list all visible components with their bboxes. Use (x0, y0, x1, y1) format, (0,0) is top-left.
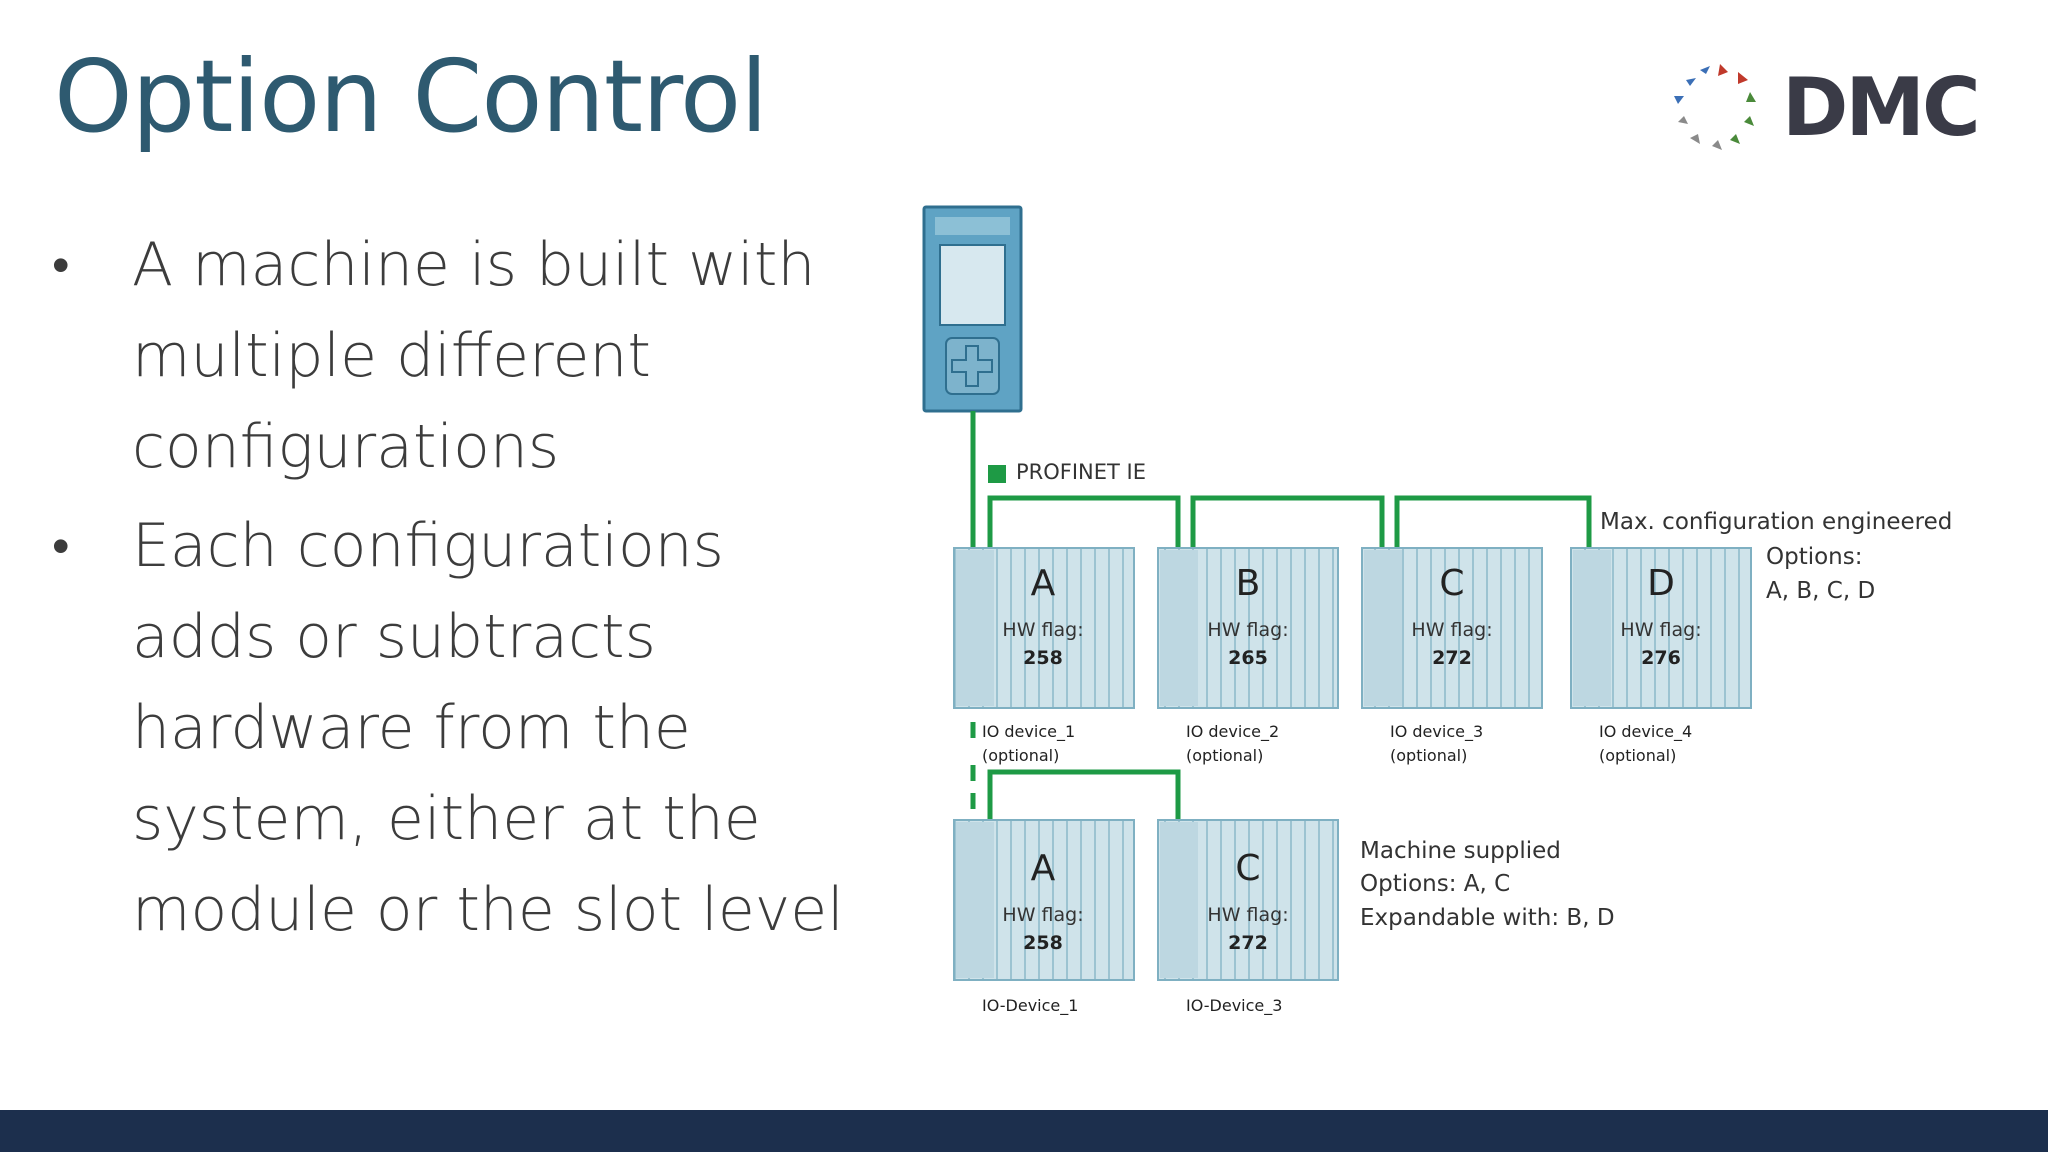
device-field-label: HW flag: (1411, 619, 1492, 641)
annotation-line: Expandable with: B, D (1360, 905, 1615, 931)
annotation-line: A, B, C, D (1766, 578, 1875, 604)
network-lines (970, 411, 1592, 820)
device-letter: B (1236, 563, 1261, 604)
device-letter: C (1439, 563, 1464, 604)
bullet-list: • A machine is built with multiple diffe… (52, 220, 882, 964)
device-name: IO-Device_1 (982, 996, 1078, 1016)
device-letter: A (1031, 563, 1056, 604)
bullet-item: • Each configurations adds or subtracts … (52, 501, 882, 956)
device-name: IO device_4 (1599, 722, 1692, 742)
device-name: IO device_3 (1390, 722, 1483, 742)
footer-bar (0, 1110, 2048, 1152)
plc-controller (922, 205, 1023, 413)
profinet-diagram: PROFINET IE A HW flag: 258 IO device_1 (… (922, 205, 1952, 1016)
device-flag: 265 (1228, 647, 1268, 669)
device-note: (optional) (982, 746, 1059, 765)
device-name: IO device_1 (982, 722, 1075, 742)
io-device-card: B HW flag: 265 IO device_2 (optional) (1157, 547, 1339, 765)
logo-text: DMC (1782, 61, 1981, 154)
logo-burst-icon (1674, 64, 1756, 150)
device-letter: A (1031, 848, 1056, 889)
annotation-line: Machine supplied (1360, 838, 1561, 864)
io-device-card: D HW flag: 276 IO device_4 (optional) (1570, 547, 1752, 765)
device-field-label: HW flag: (1002, 619, 1083, 641)
device-flag: 258 (1023, 647, 1063, 669)
device-flag: 272 (1228, 932, 1268, 954)
annotation-line: Options: (1766, 544, 1863, 570)
device-note: (optional) (1186, 746, 1263, 765)
device-letter: C (1235, 848, 1260, 889)
annotation-line: Max. configuration engineered (1600, 509, 1952, 535)
io-device-card: C HW flag: 272 IO device_3 (optional) (1361, 547, 1543, 765)
device-field-label: HW flag: (1620, 619, 1701, 641)
device-flag: 276 (1641, 647, 1681, 669)
bullet-text: Each configurations adds or subtracts ha… (132, 511, 844, 945)
slide-title: Option Control (54, 38, 768, 155)
device-flag: 258 (1023, 932, 1063, 954)
device-note: (optional) (1599, 746, 1676, 765)
io-device-card: C HW flag: 272 IO-Device_3 (1157, 819, 1339, 1016)
device-field-label: HW flag: (1207, 619, 1288, 641)
bullet-text: A machine is built with multiple differe… (132, 230, 816, 482)
max-config-annotation: Max. configuration engineered Options: A… (1600, 509, 1952, 604)
device-letter: D (1647, 563, 1675, 604)
device-field-label: HW flag: (1002, 904, 1083, 926)
io-device-card: A HW flag: 258 IO device_1 (optional) (953, 547, 1135, 765)
annotation-line: Options: A, C (1360, 871, 1510, 897)
device-note: (optional) (1390, 746, 1467, 765)
io-device-card: A HW flag: 258 IO-Device_1 (953, 819, 1135, 1016)
bullet-dot-icon: • (52, 236, 70, 294)
bullet-item: • A machine is built with multiple diffe… (52, 220, 882, 493)
machine-supplied-annotation: Machine supplied Options: A, C Expandabl… (1360, 838, 1615, 931)
device-name: IO device_2 (1186, 722, 1279, 742)
dmc-logo: DMC (1670, 58, 1990, 158)
device-name: IO-Device_3 (1186, 996, 1282, 1016)
network-label: PROFINET IE (1016, 460, 1146, 484)
bullet-dot-icon: • (52, 517, 70, 575)
device-flag: 272 (1432, 647, 1472, 669)
device-field-label: HW flag: (1207, 904, 1288, 926)
